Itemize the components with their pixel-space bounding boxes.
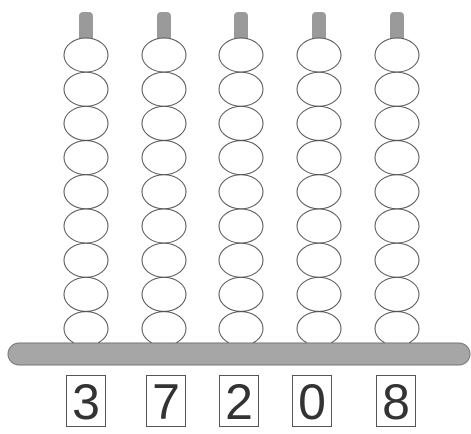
bead [219,38,263,72]
bead [297,277,341,311]
bead [64,243,108,277]
bead [64,175,108,209]
bead [297,243,341,277]
bead [375,38,419,72]
bead [375,175,419,209]
digit-box-5: 8 [376,375,416,427]
bead [64,277,108,311]
abacus-rods [64,12,419,346]
rod-2 [142,12,186,346]
bead [219,312,263,346]
digit-box-4: 0 [292,375,332,427]
bead [375,277,419,311]
bead [375,106,419,140]
digit-box-1: 3 [66,375,106,427]
bead [297,312,341,346]
rod-3 [219,12,263,346]
bead [219,175,263,209]
bead [219,106,263,140]
bead [297,106,341,140]
bead [375,72,419,106]
rod-5 [375,12,419,346]
bead [375,312,419,346]
bead [64,312,108,346]
rod-1 [64,12,108,346]
bead [297,141,341,175]
bead [297,175,341,209]
bead [375,141,419,175]
bead [219,209,263,243]
bead [375,209,419,243]
bead [142,106,186,140]
digit-box-2: 7 [146,375,186,427]
bead [142,209,186,243]
digit-box-3: 2 [219,375,259,427]
bead [64,38,108,72]
bead [297,38,341,72]
bead [219,141,263,175]
bead [64,106,108,140]
bead [142,38,186,72]
bead [142,175,186,209]
bead [219,72,263,106]
bead [142,243,186,277]
abacus-base [8,343,470,365]
bead [142,141,186,175]
bead [375,243,419,277]
bead [142,72,186,106]
rod-4 [297,12,341,346]
bead [219,277,263,311]
bead [64,141,108,175]
bead [297,209,341,243]
bead [64,209,108,243]
bead [142,277,186,311]
bead [142,312,186,346]
bead [64,72,108,106]
bead [297,72,341,106]
bead [219,243,263,277]
